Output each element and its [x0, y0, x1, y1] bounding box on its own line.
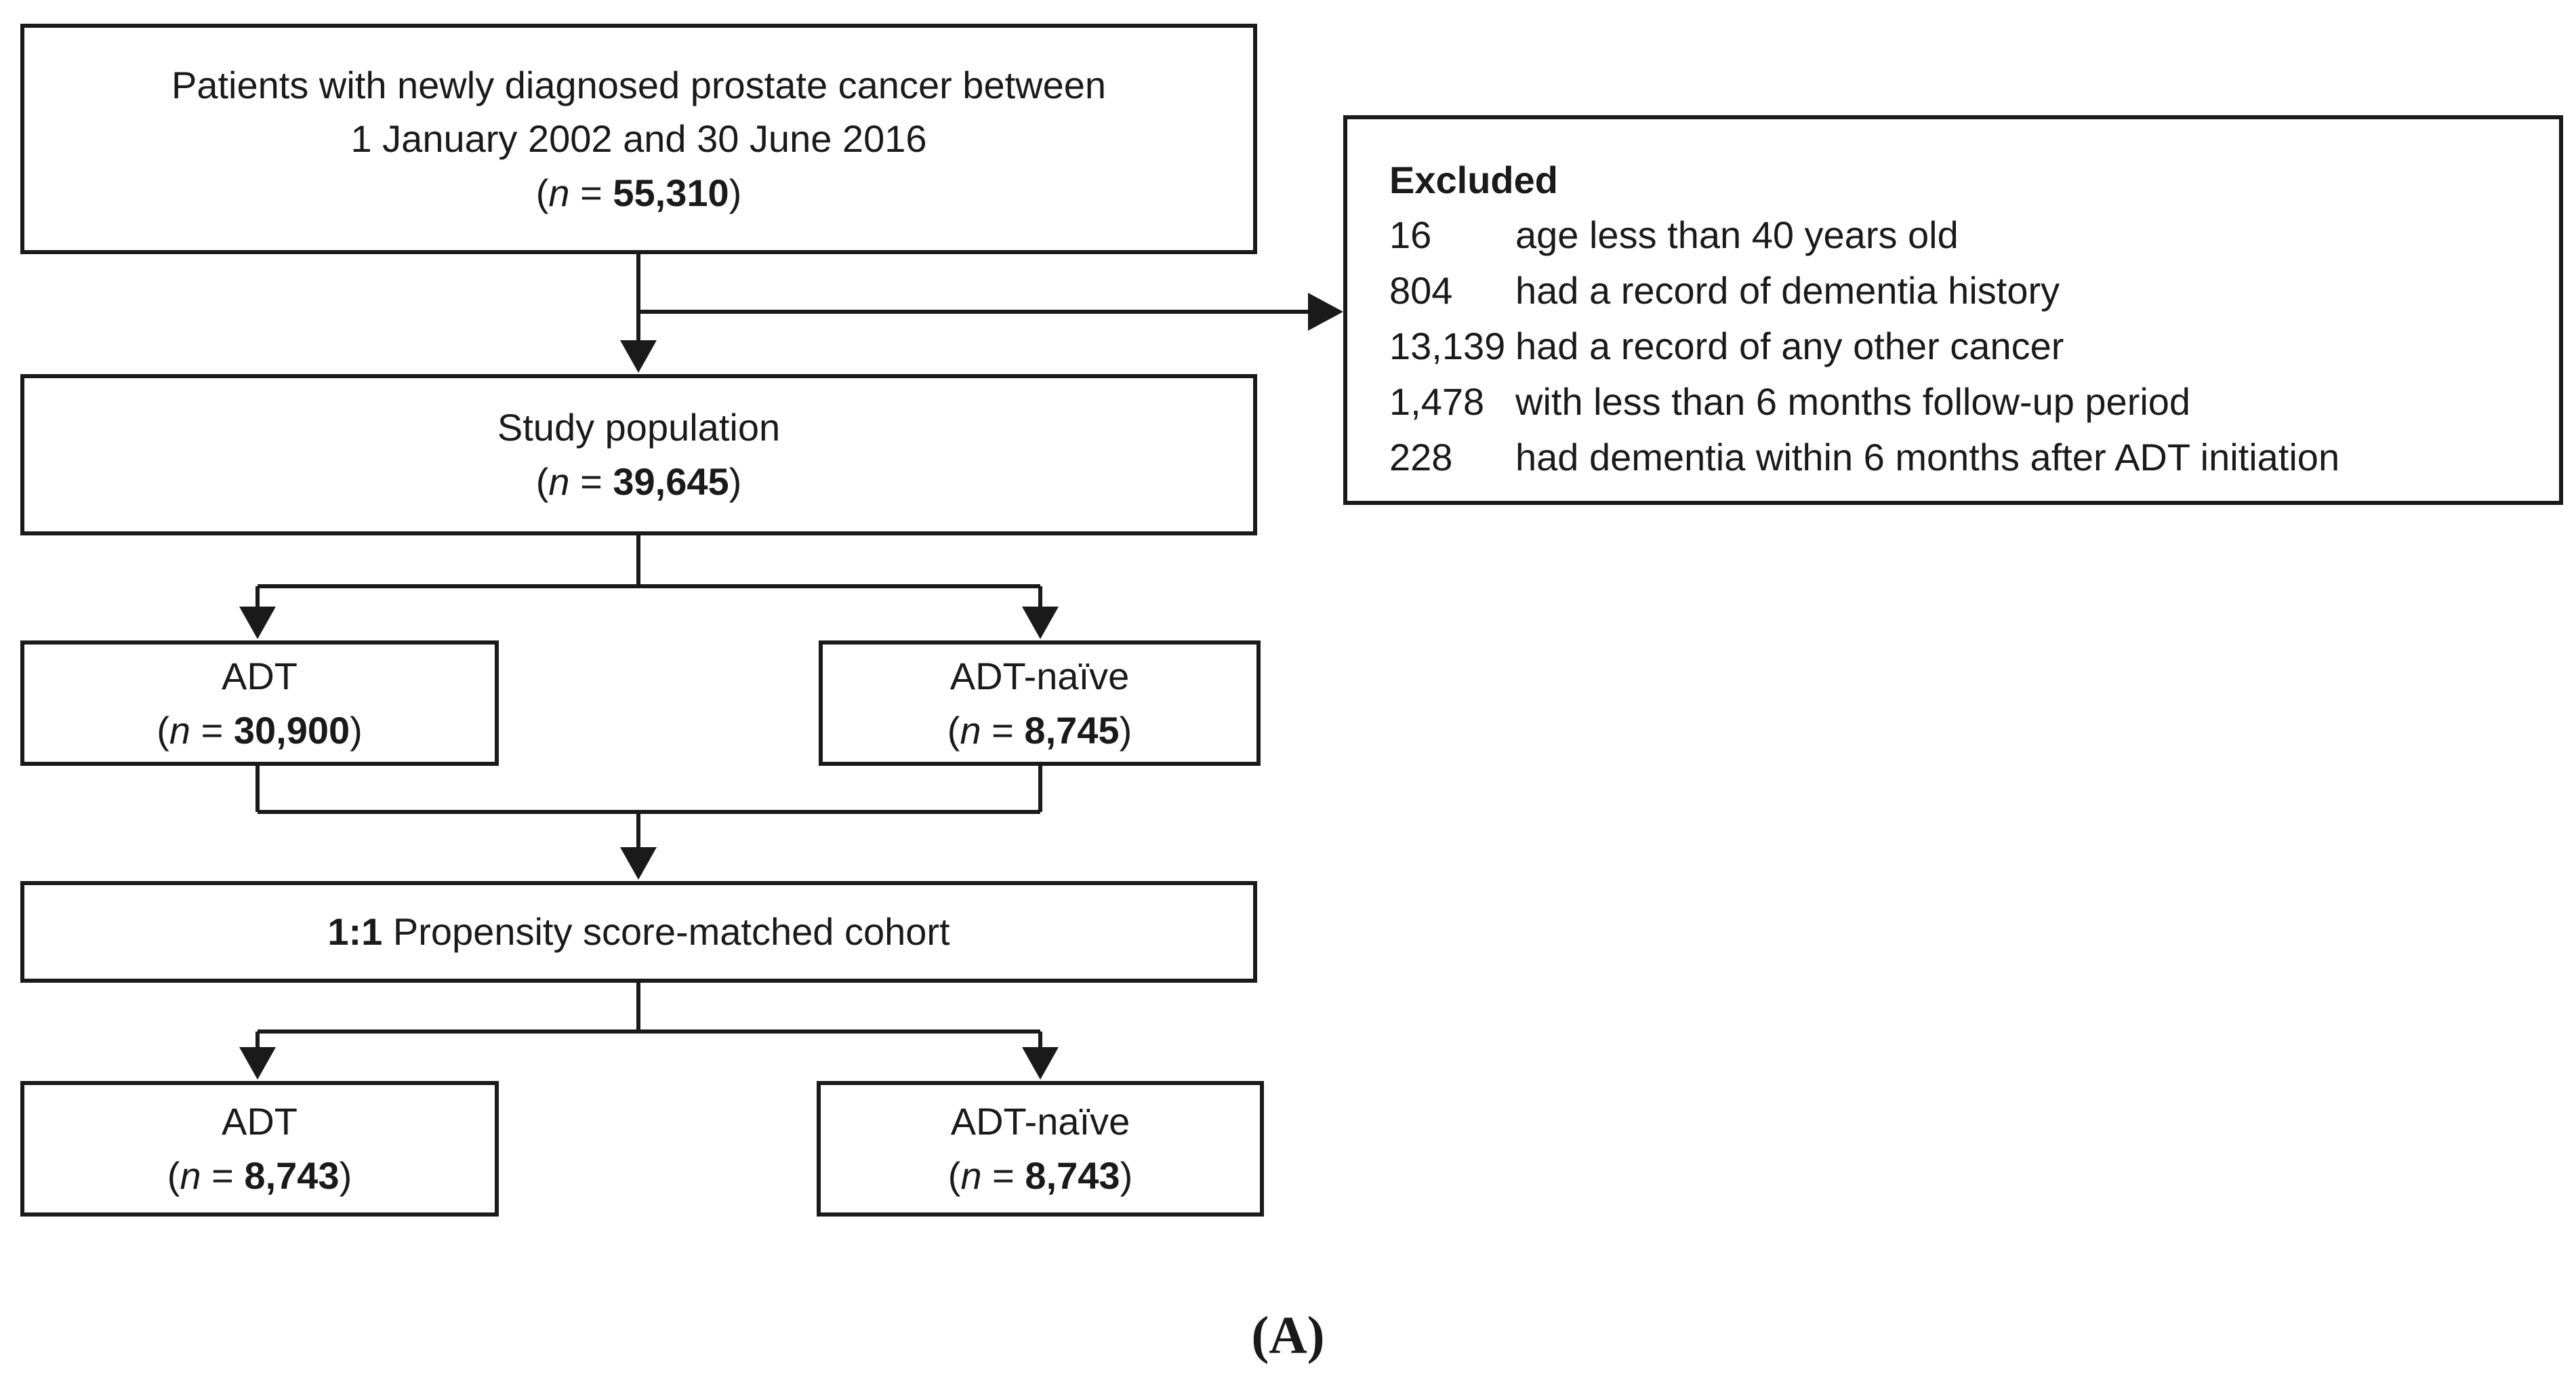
excluded-item: 228 had dementia within 6 months after A…: [1389, 430, 2559, 485]
matched-adt-naive-label: ADT-naïve: [950, 1100, 1130, 1143]
matched-adt-naive-count: (n = 8,743): [947, 1154, 1133, 1197]
arrow-to-adt-naive: [1022, 607, 1059, 639]
matched-adt-naive-box: ADT-naïve (n = 8,743): [817, 1081, 1264, 1217]
excluded-title: Excluded: [1389, 159, 1558, 201]
excluded-box: Excluded 16 age less than 40 years old 8…: [1343, 115, 2563, 505]
matched-adt-count: (n = 8,743): [167, 1154, 352, 1197]
adt-naive-count: (n = 8,745): [947, 708, 1132, 752]
study-population-box: Study population (n = 39,645): [20, 374, 1257, 535]
excluded-item: 1,478 with less than 6 months follow-up …: [1389, 374, 2559, 430]
adt-box: ADT (n = 30,900): [20, 640, 499, 766]
figure-caption: (A): [1251, 1305, 1325, 1364]
excluded-count: 804: [1389, 268, 1453, 312]
matched-adt-label: ADT: [222, 1100, 298, 1143]
excluded-count: 1,478: [1389, 380, 1485, 423]
initial-population-line2: 1 January 2002 and 30 June 2016: [350, 117, 927, 161]
arrow-to-adt: [239, 607, 276, 639]
matched-cohort-box: 1:1 Propensity score-matched cohort: [20, 881, 1257, 983]
initial-population-count: (n = 55,310): [535, 171, 742, 214]
matched-cohort-label: 1:1 Propensity score-matched cohort: [327, 910, 950, 954]
initial-population-line1: Patients with newly diagnosed prostate c…: [171, 63, 1107, 106]
adt-count: (n = 30,900): [157, 708, 363, 752]
arrow-to-excluded: [1308, 293, 1343, 331]
excluded-item: 16 age less than 40 years old: [1389, 207, 2559, 263]
excluded-item: 804 had a record of dementia history: [1389, 263, 2559, 319]
arrow-to-study: [620, 340, 657, 373]
study-population-count: (n = 39,645): [535, 460, 742, 503]
adt-label: ADT: [222, 654, 298, 697]
adt-naive-label: ADT-naïve: [949, 654, 1130, 697]
excluded-count: 16: [1389, 213, 1432, 256]
arrow-to-matched: [620, 847, 657, 880]
arrow-to-matched-adt-naive: [1022, 1047, 1059, 1080]
study-population-label: Study population: [497, 406, 781, 449]
excluded-count: 228: [1389, 435, 1453, 478]
excluded-reason: had a record of any other cancer: [1515, 324, 2064, 367]
excluded-reason: had a record of dementia history: [1515, 268, 2060, 312]
initial-population-box: Patients with newly diagnosed prostate c…: [20, 24, 1257, 254]
arrow-to-matched-adt: [239, 1047, 276, 1080]
excluded-reason: with less than 6 months follow-up period: [1515, 380, 2191, 423]
excluded-reason: had dementia within 6 months after ADT i…: [1515, 435, 2340, 478]
excluded-item: 13,139 had a record of any other cancer: [1389, 319, 2559, 374]
adt-naive-box: ADT-naïve (n = 8,745): [819, 640, 1261, 766]
excluded-reason: age less than 40 years old: [1515, 213, 1959, 256]
excluded-count: 13,139: [1389, 324, 1506, 367]
matched-adt-box: ADT (n = 8,743): [20, 1081, 499, 1217]
